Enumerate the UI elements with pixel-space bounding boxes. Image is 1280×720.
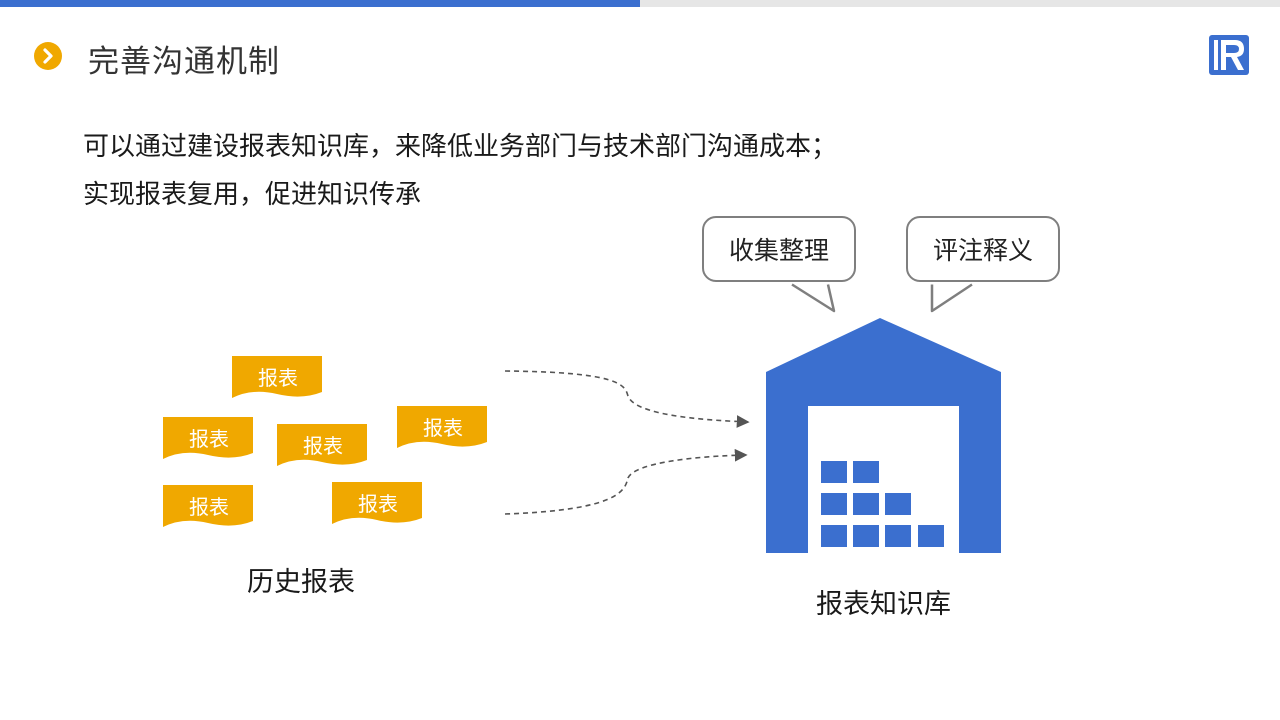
top-accent-bar-track xyxy=(640,0,1280,7)
arrow-upper xyxy=(504,370,750,428)
flow-arrows xyxy=(504,370,750,515)
report-card: 报表 xyxy=(232,356,324,402)
bubble-collect-tail xyxy=(791,283,836,313)
history-reports-caption: 历史报表 xyxy=(247,567,355,598)
bubble-annotate-tail xyxy=(930,283,973,313)
warehouse-icon xyxy=(766,318,1001,553)
page-title: 完善沟通机制 xyxy=(88,44,280,80)
top-accent-bar xyxy=(0,0,640,7)
report-card: 报表 xyxy=(163,485,255,531)
body-text-line-1: 可以通过建设报表知识库，来降低业务部门与技术部门沟通成本； xyxy=(83,132,838,162)
report-card: 报表 xyxy=(332,482,424,528)
bubble-collect: 收集整理 xyxy=(702,216,856,282)
report-card: 报表 xyxy=(277,424,369,470)
r-logo-icon xyxy=(1209,35,1249,75)
arrow-lower xyxy=(504,448,748,515)
report-card: 报表 xyxy=(163,417,255,463)
report-card: 报表 xyxy=(397,406,489,452)
bubble-annotate: 评注释义 xyxy=(906,216,1060,282)
chevron-right-circle-icon xyxy=(34,42,62,70)
knowledge-base-caption: 报表知识库 xyxy=(816,589,951,620)
body-text-line-2: 实现报表复用，促进知识传承 xyxy=(83,180,422,210)
